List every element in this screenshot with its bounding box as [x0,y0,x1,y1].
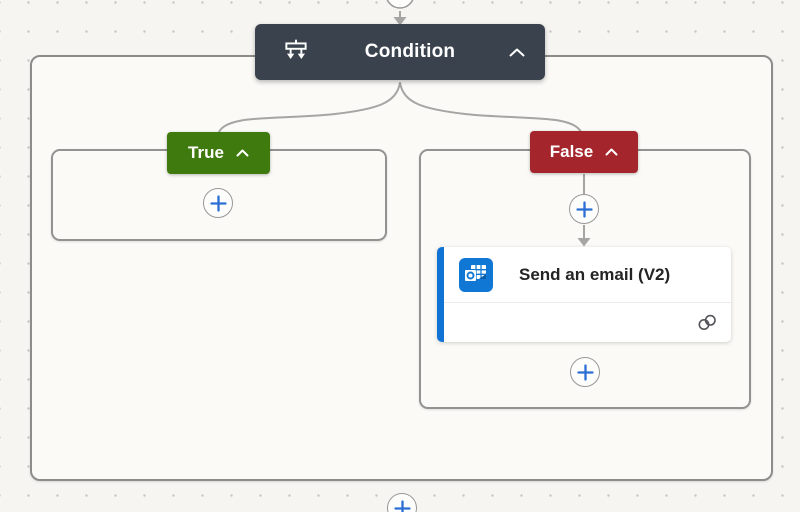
chevron-up-icon[interactable] [605,148,618,156]
connection-link-icon[interactable] [696,313,718,332]
card-header-row: Send an email (V2) [437,247,731,302]
plus-icon [576,363,594,381]
add-action-button-true[interactable] [203,188,233,218]
action-title: Send an email (V2) [519,264,671,284]
chevron-up-icon[interactable] [509,48,525,57]
true-branch-badge[interactable]: True [167,132,270,174]
outlook-icon [459,257,493,292]
plus-icon [575,200,593,218]
false-branch-badge[interactable]: False [530,131,638,173]
card-footer-row [437,303,731,341]
condition-branch-icon [281,37,311,67]
add-action-circle-top[interactable] [386,0,414,9]
card-divider [444,302,731,303]
send-email-action-card[interactable]: Send an email (V2) [437,247,731,342]
condition-node-header[interactable]: Condition [255,24,545,80]
add-action-button-false[interactable] [569,194,599,224]
false-branch-label: False [549,142,594,161]
chevron-up-icon[interactable] [236,149,249,157]
card-accent-bar [437,247,444,342]
plus-icon [209,194,227,212]
add-action-button-bottom[interactable] [387,493,417,512]
add-action-button-after-email[interactable] [570,357,600,387]
plus-icon [393,499,411,512]
true-branch-label: True [188,143,224,162]
condition-title: Condition [364,41,456,62]
